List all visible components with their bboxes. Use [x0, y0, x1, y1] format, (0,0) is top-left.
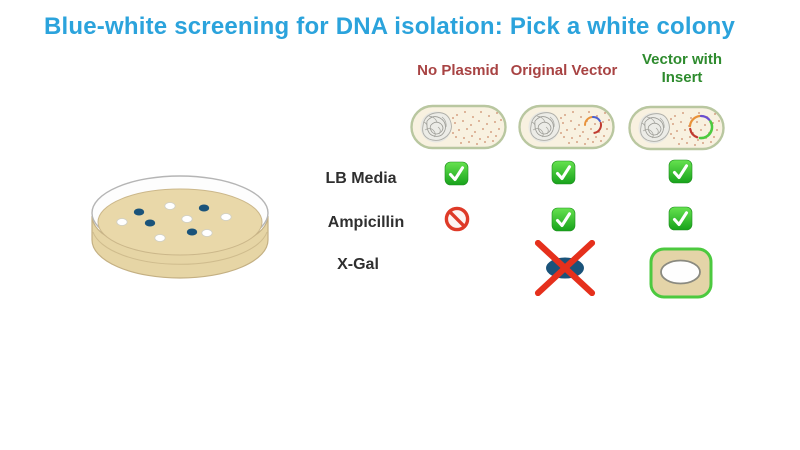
agar-surface: [97, 188, 263, 256]
white-colony: [201, 229, 213, 237]
check-icon: [444, 161, 469, 186]
page-title: Blue-white screening for DNA isolation: …: [44, 13, 736, 40]
petri-dish-illustration: [91, 175, 269, 279]
colonies-layer: [116, 202, 232, 242]
blue-colony: [186, 228, 198, 236]
white-colony-picked-icon: [649, 247, 713, 299]
check-icon: [551, 207, 576, 232]
row-label-x-gal: X-Gal: [337, 256, 379, 273]
blue-colony: [133, 208, 145, 216]
check-icon: [668, 159, 693, 184]
bacterium-no-plasmid-icon: [409, 103, 509, 151]
white-colony: [164, 202, 176, 210]
white-colony: [181, 215, 193, 223]
bacterium-original-vector-icon: [517, 103, 617, 151]
blue-colony-crossed-out-icon: [534, 240, 596, 296]
white-colony: [220, 213, 232, 221]
plasmid-with-insert-icon: [688, 114, 714, 140]
check-icon: [668, 206, 693, 231]
white-colony: [116, 218, 128, 226]
plasmid-small-icon: [584, 116, 602, 134]
blue-colony: [198, 204, 210, 212]
bacterium-vector-with-insert-icon: [627, 104, 727, 152]
column-header-original-vector: Original Vector: [510, 62, 618, 79]
white-colony: [154, 234, 166, 242]
dish-bottom-seam: [92, 231, 268, 265]
check-icon: [551, 160, 576, 185]
row-label-lb-media: LB Media: [325, 170, 397, 187]
blue-colony: [144, 219, 156, 227]
no-sign-icon: [444, 206, 470, 232]
column-header-no-plasmid: No Plasmid: [417, 62, 499, 79]
row-label-ampicillin: Ampicillin: [327, 214, 405, 231]
column-header-vector-with-insert: Vector with Insert: [641, 51, 723, 86]
